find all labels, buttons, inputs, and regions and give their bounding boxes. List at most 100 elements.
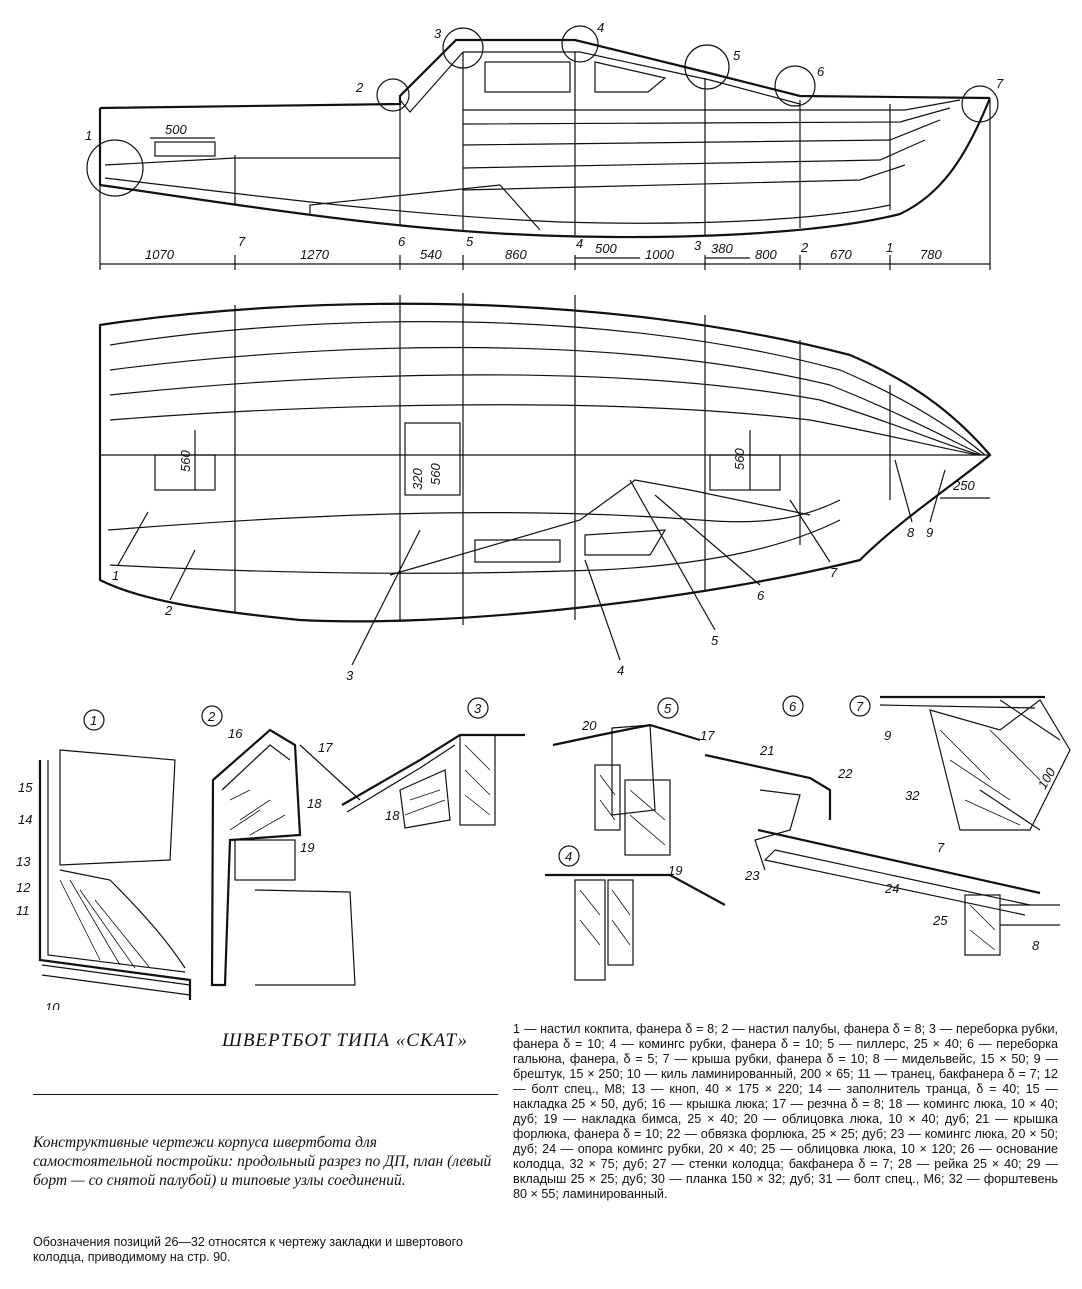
plan-dim: 560 <box>428 463 443 485</box>
plan-dim: 320 <box>410 468 425 490</box>
drawing-caption: Конструктивные чертежи корпуса швертбота… <box>33 1134 492 1189</box>
stringer <box>462 139 926 169</box>
detail-label: 8 <box>1032 938 1040 953</box>
detail-label: 7 <box>937 840 945 855</box>
frame-number: 3 <box>694 238 702 253</box>
pointer-label: 7 <box>830 565 838 580</box>
detail-label: 20 <box>581 718 597 733</box>
profile-callouts: 1 2 3 4 5 6 7 <box>85 20 1004 197</box>
callout-circle-1 <box>86 139 144 197</box>
detail-label: 9 <box>884 728 891 743</box>
detail-label: 32 <box>905 788 920 803</box>
stringer <box>462 164 906 191</box>
detail-label: 12 <box>16 880 31 895</box>
hull-keel-line <box>99 97 992 239</box>
plan-view: 560 320 560 560 250 1 2 3 4 5 6 7 8 9 <box>98 293 992 683</box>
detail-label: 25 <box>932 913 948 928</box>
dimension-chain: 1070 1270 540 860 500 1000 380 800 670 7… <box>99 100 991 270</box>
plan-stringer <box>107 499 841 531</box>
callout-circle-3 <box>442 27 484 69</box>
dim: 1070 <box>145 247 175 262</box>
detail-label: 11 <box>16 903 30 918</box>
detail-2-hatch-coaming: 16 17 18 19 <box>210 726 361 987</box>
dim: 780 <box>920 247 942 262</box>
cockpit-floor <box>104 157 400 166</box>
detail-label: 15 <box>18 780 33 795</box>
detail-markers: 1 2 3 4 5 6 7 <box>83 695 871 867</box>
cabin-window <box>484 61 571 93</box>
callout-circle-2 <box>376 78 410 112</box>
detail-5-pillars: 20 17 <box>552 718 715 856</box>
detail-label: 17 <box>318 740 333 755</box>
detail-label: 21 <box>759 743 774 758</box>
plan-stringer <box>109 321 986 456</box>
callout-circle-5 <box>684 44 730 90</box>
callout-label: 6 <box>817 64 825 79</box>
dim: 800 <box>755 247 777 262</box>
dim: 1270 <box>300 247 330 262</box>
plan-stringer <box>109 519 841 574</box>
drawing-title: ШВЕРТБОТ ТИПА «СКАТ» <box>222 1030 469 1051</box>
pointer-label: 2 <box>164 603 173 618</box>
detail-7-stem: 9 32 100 <box>879 695 1071 831</box>
pointer-label: 1 <box>112 568 119 583</box>
joint-details: 1 2 3 4 5 6 7 15 14 13 12 11 10 <box>16 695 1071 1010</box>
plan-window <box>474 539 561 563</box>
detail-number: 2 <box>207 709 216 724</box>
frame-number: 6 <box>398 234 406 249</box>
detail-6-forehatch: 21 22 23 24 25 8 7 <box>704 743 1060 956</box>
dim: 380 <box>711 241 733 256</box>
plan-dim: 560 <box>178 450 193 472</box>
callout-label: 1 <box>85 128 92 143</box>
pointer-label: 6 <box>757 588 765 603</box>
detail-label: 10 <box>45 1000 60 1010</box>
detail-1-transom: 15 14 13 12 11 10 <box>16 749 192 1010</box>
pointer-label: 3 <box>346 668 354 683</box>
plan-stringer <box>109 346 983 456</box>
stringer <box>463 99 961 111</box>
plan-coaming <box>389 479 811 576</box>
frame-number: 7 <box>238 234 246 249</box>
detail-4-coaming: 19 <box>545 863 726 981</box>
plan-outline <box>98 302 992 623</box>
plan-dim: 250 <box>952 478 975 493</box>
detail-number: 1 <box>90 713 97 728</box>
detail-label: 16 <box>228 726 243 741</box>
callout-label: 2 <box>355 80 364 95</box>
frame-number: 1 <box>886 240 893 255</box>
frame-number: 2 <box>800 240 809 255</box>
detail-label: 14 <box>18 812 32 827</box>
detail-label: 100 <box>1035 765 1059 792</box>
detail-3-cabin-corner: 18 <box>341 733 525 829</box>
pointer-label: 4 <box>617 663 624 678</box>
dim: 540 <box>420 247 442 262</box>
cabin-roof <box>463 51 801 105</box>
drawing-note: Обозначения позиций 26—32 относятся к че… <box>33 1235 463 1264</box>
callout-label: 4 <box>597 20 604 35</box>
pointer-label: 5 <box>711 633 719 648</box>
detail-label: 18 <box>307 796 322 811</box>
plan-hatch <box>709 454 781 491</box>
detail-label: 23 <box>744 868 760 883</box>
detail-label: 18 <box>385 808 400 823</box>
pointer-label: 9 <box>926 525 933 540</box>
callout-circle-6 <box>774 65 816 107</box>
plan-dim: 560 <box>732 448 747 470</box>
detail-label: 24 <box>884 881 899 896</box>
frame-numbers: 7 6 5 4 3 2 1 <box>238 234 893 255</box>
frame-number: 5 <box>466 234 474 249</box>
frame-number: 4 <box>576 236 583 251</box>
callout-circle-4 <box>561 25 599 63</box>
longitudinal-section: 1 2 3 4 5 6 7 500 7 6 5 4 3 2 1 <box>85 20 1004 270</box>
detail-label: 22 <box>837 766 853 781</box>
detail-label: 17 <box>700 728 715 743</box>
callout-label: 5 <box>733 48 741 63</box>
callout-circle-7 <box>961 85 999 123</box>
stringer <box>462 107 951 125</box>
detail-label: 19 <box>300 840 314 855</box>
divider <box>33 1094 498 1095</box>
plan-hatch <box>154 454 216 491</box>
hull-sheer-line <box>99 38 991 110</box>
plan-stringer <box>109 374 981 456</box>
detail-number: 3 <box>474 701 482 716</box>
